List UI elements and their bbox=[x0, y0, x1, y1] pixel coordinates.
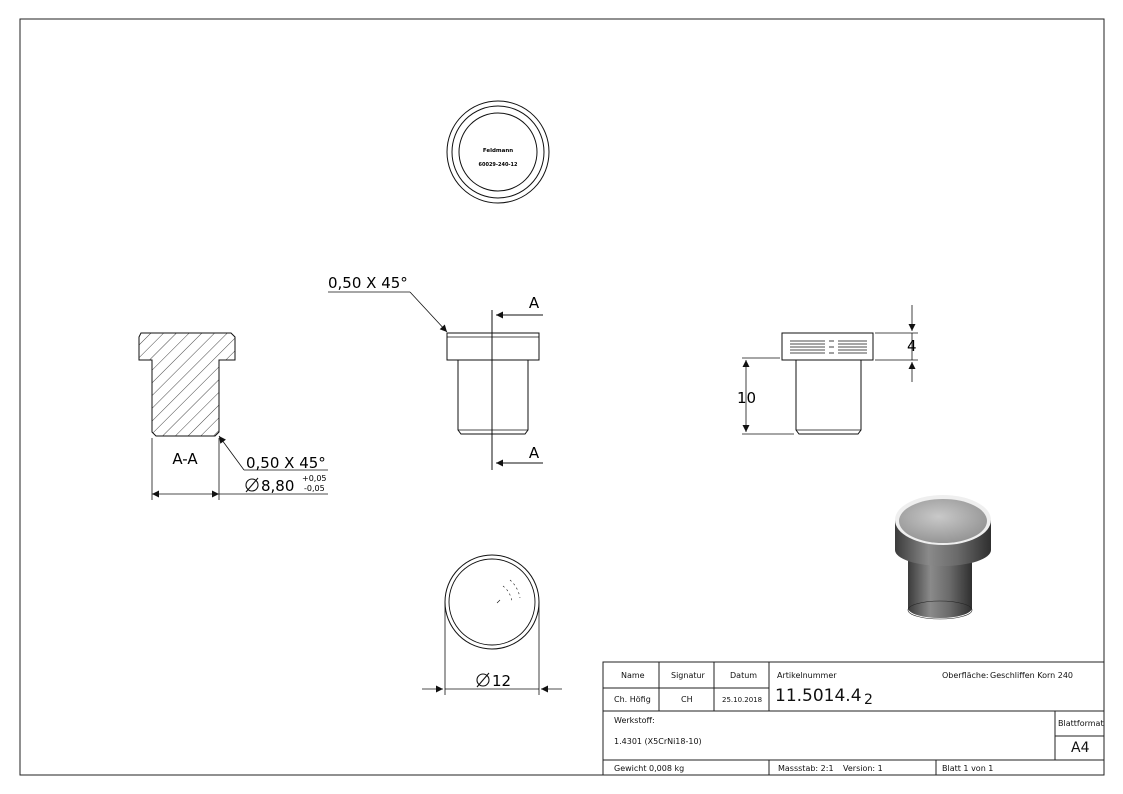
cut-label-top: A bbox=[529, 294, 540, 312]
side-dim-height: 10 bbox=[737, 389, 756, 407]
marking-brand: Feldmann bbox=[483, 148, 513, 154]
title-block-grid bbox=[602, 661, 1105, 776]
gewicht: Gewicht 0,008 kg bbox=[614, 764, 685, 773]
oberflaeche-value: Geschliffen Korn 240 bbox=[990, 671, 1074, 680]
section-chamfer-label: 0,50 X 45° bbox=[246, 454, 326, 472]
isometric-render bbox=[895, 495, 991, 620]
werkstoff-label: Werkstoff: bbox=[614, 716, 655, 725]
section-tol-lower: -0,05 bbox=[304, 484, 325, 493]
value-signatur: CH bbox=[681, 695, 693, 704]
oberflaeche-label: Oberfläche: bbox=[942, 671, 989, 680]
blatt: Blatt 1 von 1 bbox=[942, 764, 994, 773]
artikel-label: Artikelnummer bbox=[777, 671, 837, 680]
diameter-symbol-icon bbox=[245, 477, 259, 493]
blattformat-value: A4 bbox=[1071, 740, 1090, 756]
version: Version: 1 bbox=[843, 764, 883, 773]
value-datum: 25.10.2018 bbox=[722, 696, 763, 704]
knurl-lines bbox=[790, 340, 867, 354]
front-view: A A 0,50 X 45° bbox=[328, 274, 543, 470]
front-chamfer-label: 0,50 X 45° bbox=[328, 274, 408, 292]
bottom-diameter-value: 12 bbox=[492, 672, 511, 690]
section-view: A-A 0,50 X 45° 8,80 +0,05 -0,05 bbox=[138, 332, 328, 500]
artikel-nummer: 11.5014.4 bbox=[775, 686, 862, 706]
massstab: Massstab: 2:1 bbox=[778, 764, 834, 773]
sheet-border bbox=[19, 18, 1105, 776]
side-view: 10 4 bbox=[737, 305, 918, 435]
blattformat-label: Blattformat bbox=[1058, 719, 1104, 728]
value-name: Ch. Höfig bbox=[614, 695, 651, 704]
section-tol-upper: +0,05 bbox=[302, 474, 327, 483]
header-datum: Datum bbox=[730, 671, 758, 680]
header-name: Name bbox=[621, 671, 645, 680]
bottom-diameter-symbol-icon bbox=[476, 672, 490, 688]
marking-code: 60029-240-12 bbox=[479, 162, 518, 168]
section-label: A-A bbox=[172, 450, 198, 468]
werkstoff-value: 1.4301 (X5CrNi18-10) bbox=[614, 737, 702, 746]
section-diameter-value: 8,80 bbox=[261, 477, 294, 495]
side-dim-head: 4 bbox=[907, 337, 917, 355]
bottom-view: 12 bbox=[422, 554, 562, 695]
cut-label-bottom: A bbox=[529, 444, 540, 462]
header-signatur: Signatur bbox=[671, 671, 705, 680]
top-view: Feldmann 60029-240-12 bbox=[446, 100, 550, 204]
artikel-suffix: 2 bbox=[864, 692, 873, 708]
